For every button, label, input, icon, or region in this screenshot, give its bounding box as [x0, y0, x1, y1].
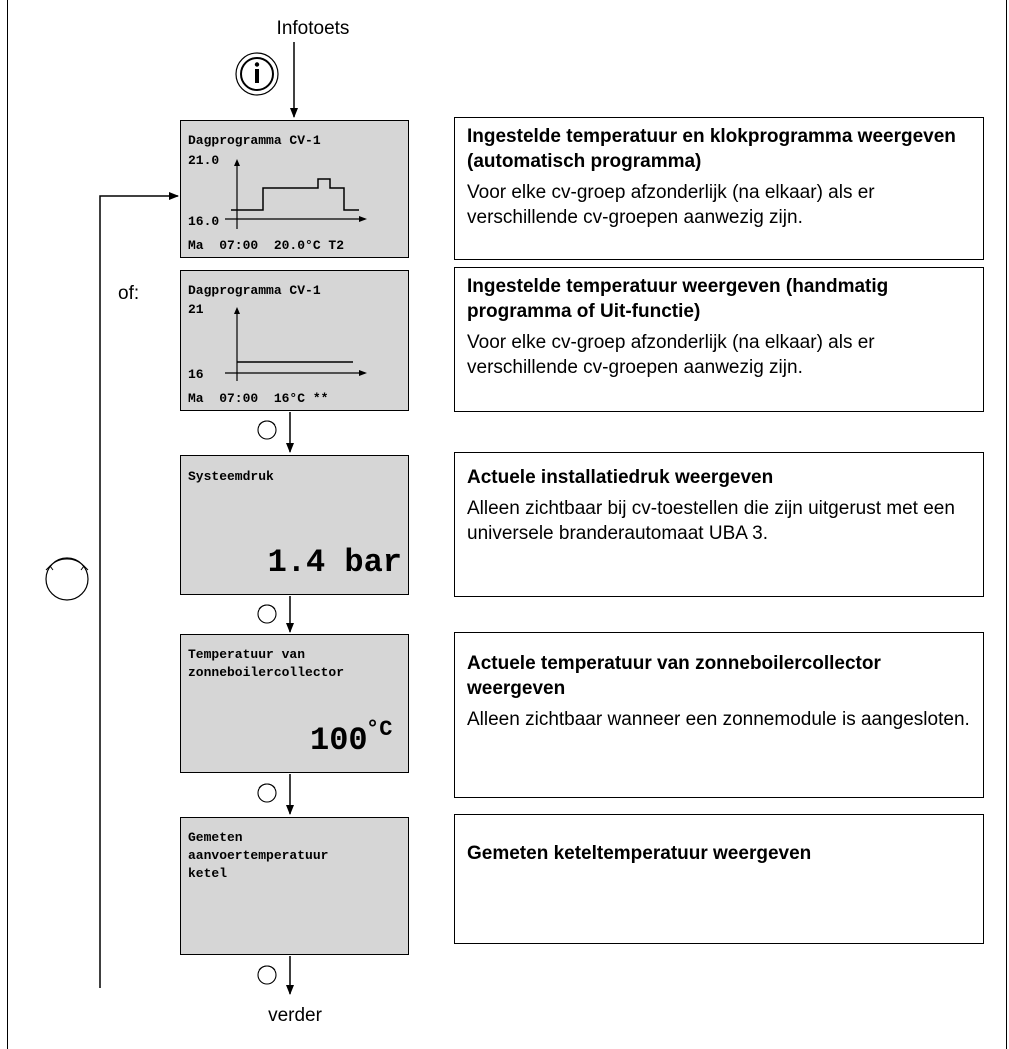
description-text: Alleen zichtbaar bij cv-toestellen die z…	[467, 498, 955, 544]
display-title-line-2: zonneboilercollector	[188, 665, 345, 680]
display-footer: Ma 07:00 20.0°C T2	[188, 238, 345, 253]
display-title: Systeemdruk	[188, 469, 274, 484]
collector-temp-value: 100	[310, 722, 368, 759]
description-text: Voor elke cv-groep afzonderlijk (na elka…	[467, 182, 875, 228]
knob-icon[interactable]	[257, 604, 277, 624]
display-y-min: 16.0	[188, 214, 220, 229]
description-boiler-temperature: Gemeten keteltemperatuur weergeven	[454, 814, 984, 944]
description-collector-temperature: Actuele temperatuur van zonneboilercolle…	[454, 632, 984, 798]
collector-temp-unit: °C	[366, 717, 393, 742]
infotoets-label: Infotoets	[276, 18, 350, 39]
display-title: Dagprogramma CV-1	[188, 133, 321, 148]
display-boiler-temperature: Gemeten aanvoertemperatuur ketel	[180, 817, 409, 955]
display-title-line-3: ketel	[188, 866, 228, 881]
description-heading: Ingestelde temperatuur en klokprogramma …	[467, 126, 956, 172]
verder-label: verder	[268, 1005, 322, 1026]
display-title-line-1: Gemeten	[188, 830, 243, 845]
display-y-max: 21.0	[188, 153, 220, 168]
loop-line	[99, 192, 179, 988]
display-title-line-1: Temperatuur van	[188, 647, 306, 662]
temperature-graph	[225, 159, 367, 229]
display-day-program-auto: Dagprogramma CV-1 21.0 16.0 Ma 07:00 20.…	[180, 120, 409, 258]
or-label: of:	[118, 283, 140, 304]
description-system-pressure: Actuele installatiedruk weergeven Alleen…	[454, 452, 984, 597]
display-day-program-manual: Dagprogramma CV-1 21 16 Ma 07:00 16°C **	[180, 270, 409, 411]
display-system-pressure: Systeemdruk 1.4 bar	[180, 455, 409, 595]
display-y-min: 16	[188, 367, 204, 382]
rotary-knob-icon[interactable]	[45, 557, 89, 601]
pressure-value: 1.4 bar	[267, 544, 402, 581]
display-collector-temperature: Temperatuur van zonneboilercollector 100…	[180, 634, 409, 773]
knob-icon[interactable]	[257, 420, 277, 440]
display-footer: Ma 07:00 16°C **	[188, 391, 329, 406]
description-manual-program: Ingestelde temperatuur weergeven (handma…	[454, 267, 984, 412]
temperature-graph	[225, 307, 367, 381]
description-heading: Actuele temperatuur van zonneboilercolle…	[467, 653, 881, 699]
description-heading: Actuele installatiedruk weergeven	[467, 467, 774, 488]
knob-icon[interactable]	[257, 965, 277, 985]
display-title: Dagprogramma CV-1	[188, 283, 321, 298]
description-heading: Ingestelde temperatuur weergeven (handma…	[467, 276, 889, 322]
description-heading: Gemeten keteltemperatuur weergeven	[467, 843, 812, 864]
display-y-max: 21	[188, 302, 204, 317]
description-auto-program: Ingestelde temperatuur en klokprogramma …	[454, 117, 984, 260]
description-text: Alleen zichtbaar wanneer een zonnemodule…	[467, 709, 970, 730]
display-title-line-2: aanvoertemperatuur	[188, 848, 329, 863]
info-icon[interactable]	[235, 52, 279, 96]
knob-icon[interactable]	[257, 783, 277, 803]
diagram-frame	[7, 0, 1007, 1049]
description-text: Voor elke cv-groep afzonderlijk (na elka…	[467, 332, 875, 378]
